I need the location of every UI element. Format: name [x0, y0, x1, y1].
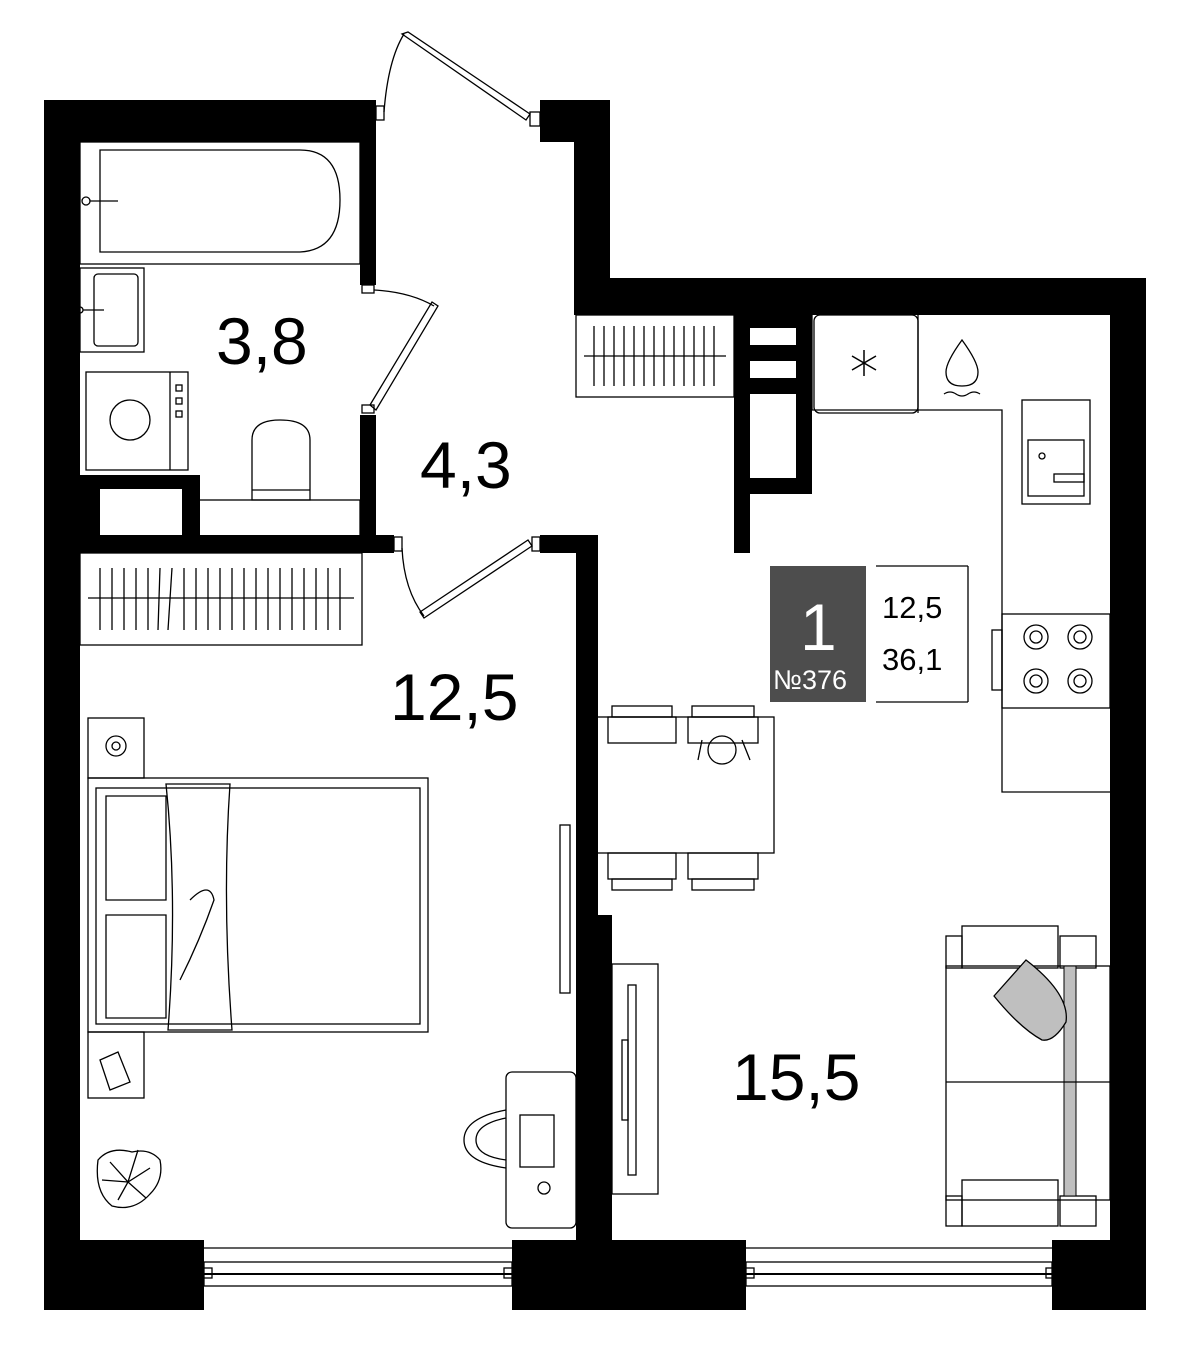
dining-table [593, 705, 775, 891]
washing-machine [85, 371, 189, 471]
sofa [945, 925, 1111, 1227]
kitchen-counter [811, 314, 1111, 793]
desk [463, 1071, 577, 1229]
windows [199, 1247, 1059, 1287]
unit-number: №376 [773, 665, 847, 695]
stove [991, 613, 1111, 709]
badge-background [770, 566, 866, 702]
hall-area: 4,3 [420, 428, 512, 502]
rooms-count: 1 [800, 590, 837, 664]
total-area-value: 36,1 [882, 642, 942, 677]
water-drop-icon [945, 338, 979, 387]
bed [87, 777, 429, 1033]
tv-stand [611, 963, 659, 1195]
nightstand-bottom [87, 1031, 145, 1099]
living-area: 15,5 [732, 1040, 860, 1114]
radiator-kitchen [575, 314, 735, 398]
snowflake-icon [851, 350, 877, 376]
bathroom-area: 3,8 [216, 304, 308, 378]
walls [44, 100, 1146, 1310]
toilet [197, 419, 361, 537]
plant-icon [96, 1149, 162, 1209]
wardrobe-bedroom [559, 824, 571, 994]
sink [76, 267, 145, 353]
nightstand-top [87, 717, 145, 779]
bedroom-area: 12,5 [390, 660, 518, 734]
radiator-bedroom [79, 552, 363, 646]
living-area-value: 12,5 [882, 590, 942, 625]
bathtub [79, 141, 361, 265]
unit-info-badge: 1 №376 12,5 36,1 [770, 565, 969, 703]
doors [361, 31, 541, 619]
kitchen-sink [1021, 399, 1091, 505]
